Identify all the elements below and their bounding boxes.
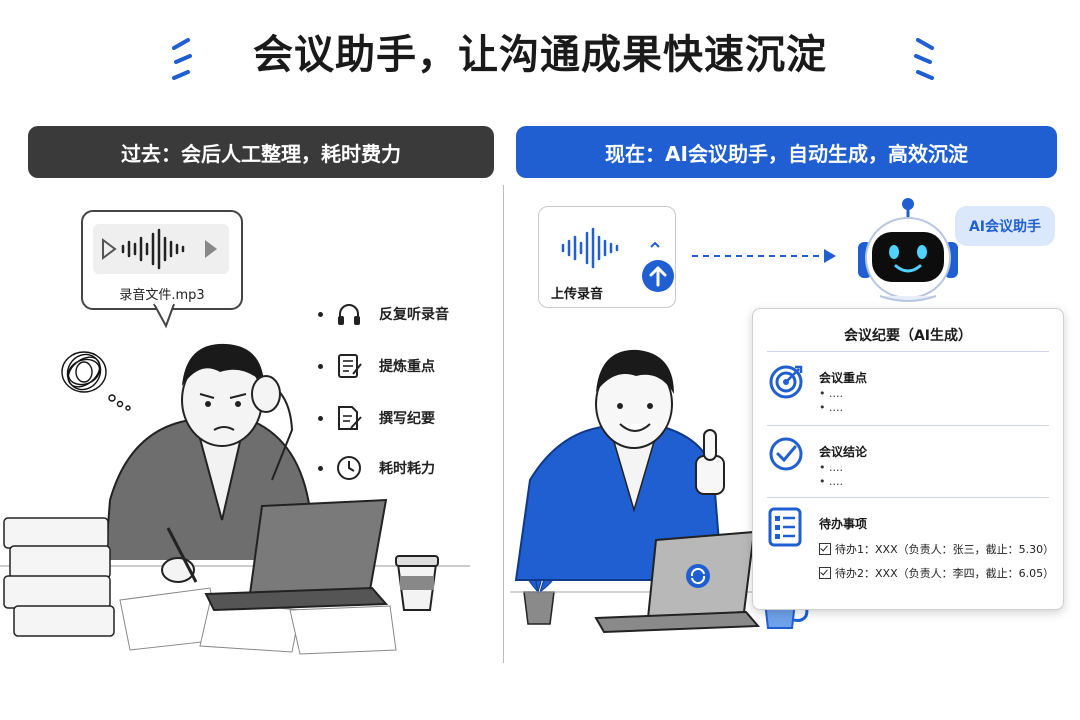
upload-arrow-icon[interactable] [641, 259, 675, 293]
todo-text: 待办1：XXX（负责人：张三，截止：5.30） [835, 543, 1055, 556]
page-title: 会议助手，让沟通成果快速沉淀 [253, 32, 827, 78]
step-write: 撰写纪要 [318, 404, 435, 432]
audio-player-icon [93, 224, 229, 274]
check-circle-icon [769, 437, 803, 471]
meeting-minutes-card: 会议纪要（AI生成） 会议重点 • .... • .... 会议结论 • ...… [752, 308, 1064, 610]
clock-icon [337, 456, 361, 480]
section-item: • .... [819, 475, 843, 488]
audio-file-name: 录音文件.mp3 [119, 288, 205, 303]
step-label: 反复听录音 [379, 307, 449, 323]
section-title-todos: 待办事项 [819, 517, 868, 531]
target-icon [769, 365, 803, 399]
checkbox-checked-icon[interactable] [819, 567, 831, 579]
minutes-divider [767, 497, 1049, 498]
panel-divider [503, 185, 504, 663]
waveform-icon [561, 227, 660, 269]
section-item: • .... [819, 461, 843, 474]
upload-label: 上传录音 [551, 287, 604, 302]
section-item: • .... [819, 401, 843, 414]
todo-item[interactable]: 待办2：XXX（负责人：李四，截止：6.05） [819, 565, 1054, 581]
section-item: • .... [819, 387, 843, 400]
notes-icon [338, 354, 362, 378]
happy-worker-illustration [510, 349, 810, 634]
todo-item[interactable]: 待办1：XXX（负责人：张三，截止：5.30） [819, 541, 1054, 557]
right-chevron-decoration-icon [914, 38, 934, 80]
section-title-key-points: 会议重点 [819, 371, 868, 385]
step-label: 耗时耗力 [379, 461, 435, 477]
tired-worker-illustration [0, 343, 470, 660]
step-timeconsuming: 耗时耗力 [318, 454, 435, 482]
upload-recording-card[interactable]: 上传录音 [538, 206, 676, 308]
document-write-icon [338, 406, 362, 430]
step-label: 撰写纪要 [379, 411, 435, 427]
checklist-icon [768, 507, 802, 547]
step-extract: 提炼重点 [318, 352, 435, 380]
left-chevron-decoration-icon [172, 38, 192, 80]
headphones-icon [338, 304, 360, 325]
dashed-arrow-icon [692, 249, 836, 263]
bubble-tail [153, 300, 175, 329]
ai-assistant-badge: AI会议助手 [955, 206, 1055, 246]
stress-scribble-icon [61, 351, 131, 411]
todo-text: 待办2：XXX（负责人：李四，截止：6.05） [835, 567, 1055, 580]
step-listen: 反复听录音 [318, 300, 449, 328]
checkbox-checked-icon[interactable] [819, 543, 831, 555]
minutes-divider [767, 351, 1049, 352]
now-banner: 现在：AI会议助手，自动生成，高效沉淀 [516, 126, 1057, 178]
audio-file-bubble: 录音文件.mp3 [81, 210, 243, 310]
robot-assistant-icon [858, 198, 958, 302]
past-banner: 过去：会后人工整理，耗时费力 [28, 126, 494, 178]
section-title-conclusions: 会议结论 [819, 445, 868, 459]
minutes-divider [767, 425, 1049, 426]
minutes-title: 会议纪要（AI生成） [843, 328, 973, 344]
step-label: 提炼重点 [379, 359, 435, 375]
